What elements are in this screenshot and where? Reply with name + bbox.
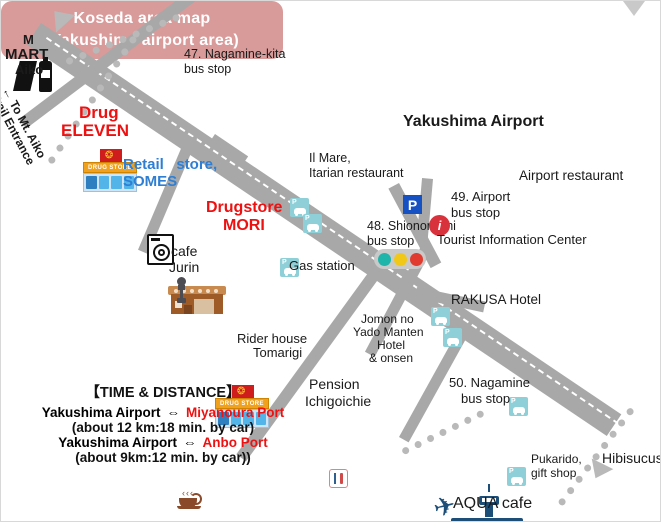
cafe-jurin-label-line2: Jurin bbox=[169, 259, 200, 275]
time-distance-block: 【TIME & DISTANCE】 Yakushima Airport ⇔ Mi… bbox=[13, 381, 313, 465]
cafe-jurin-icon: ‹‹‹ bbox=[177, 489, 203, 509]
drug-eleven-icon: ❂ DRUG STORE bbox=[81, 149, 139, 192]
m-mart-label-line2: MART bbox=[5, 46, 49, 63]
drugstore-mori-label-line2: MORI bbox=[223, 217, 265, 234]
car-rental-icon: P bbox=[509, 397, 528, 416]
airport-restaurant-label: Airport restaurant bbox=[519, 168, 624, 183]
pension-label-line1: Pension bbox=[309, 376, 360, 392]
il-mare-label-line1: Il Mare, bbox=[309, 151, 351, 165]
drugstore-mori-sign-text: DRUG STORE bbox=[220, 400, 264, 407]
time-distance-row: Yakushima Airport ⇔ Anbo Port bbox=[13, 435, 313, 450]
bus-stop-47-label-line2: bus stop bbox=[184, 62, 232, 76]
il-mare-restaurant-icon bbox=[329, 469, 348, 488]
bus-stop-49-label-line1: 49. Airport bbox=[451, 189, 511, 204]
pukarido-label-line1: Pukarido, bbox=[531, 452, 582, 466]
cafe-jurin-label-line1: cafe bbox=[171, 243, 198, 259]
drug-eleven-sign-text: DRUG STORE bbox=[88, 164, 132, 171]
hibisucus-label: Hibisucus bbox=[602, 450, 661, 466]
time-distance-heading: 【TIME & DISTANCE】 bbox=[85, 385, 241, 401]
jomon-label-line2: Yado Manten bbox=[353, 325, 424, 339]
time-distance-row: Yakushima Airport ⇔ Miyanoura Port bbox=[13, 405, 313, 420]
hibisucus-arrow-icon-2 bbox=[623, 1, 645, 16]
bus-stop-50-label-line1: 50. Nagamine bbox=[449, 375, 530, 390]
bus-stop-47-label-line1: 47. Nagamine-kita bbox=[184, 47, 286, 61]
tourist-information-icon: i bbox=[429, 215, 450, 236]
distance-row-1-detail: (about 9km:12 min. by car)) bbox=[75, 450, 251, 465]
gas-station-label: Gas station bbox=[289, 258, 355, 273]
bus-stop-49-label-line2: bus stop bbox=[451, 205, 501, 220]
bus-stop-48-label-line2: bus stop bbox=[367, 234, 415, 248]
jomon-label-line1: Jomon no bbox=[361, 312, 414, 326]
m-mart-label-line3: Aiko bbox=[15, 62, 44, 77]
distance-row-0-from: Yakushima Airport bbox=[41, 405, 161, 420]
distance-row-0-arrow: ⇔ bbox=[166, 405, 181, 420]
distance-row-0-detail: (about 12 km:18 min. by car) bbox=[71, 420, 255, 435]
rakusa-hotel-label: RAKUSA Hotel bbox=[451, 292, 542, 307]
car-rental-icon: P bbox=[280, 258, 299, 277]
jomon-label-line3: Hotel bbox=[377, 338, 406, 352]
rider-house-label-line1: Rider house bbox=[237, 331, 308, 346]
road-main-centerline bbox=[45, 37, 620, 425]
car-rental-icon: P bbox=[443, 328, 462, 347]
tourist-information-label: Tourist Information Center bbox=[437, 232, 587, 247]
drugstore-mori-icon: ❂ DRUG STORE bbox=[213, 385, 271, 428]
pukarido-label-line2: gift shop bbox=[531, 466, 577, 480]
m-mart-icon bbox=[13, 57, 59, 93]
yakushima-airport-label: Yakushima Airport bbox=[403, 113, 544, 130]
distance-row-1-arrow: ⇔ bbox=[183, 435, 197, 450]
traffic-light-icon bbox=[374, 249, 426, 269]
drug-eleven-label-line1: Drug bbox=[79, 103, 119, 122]
yakushima-airport-icon: ✈ bbox=[430, 484, 533, 521]
bus-stop-50-label-line2: bus stop bbox=[461, 391, 511, 406]
parking-icon: P bbox=[403, 195, 422, 214]
aqua-cafe-label: AQUA cafe bbox=[453, 495, 533, 512]
drugstore-mori-label-line1: Drugstore bbox=[206, 199, 283, 216]
retail-somes-label-line1: Retail store, bbox=[123, 156, 218, 173]
car-rental-icon: P bbox=[431, 307, 450, 326]
il-mare-label-line2: Itarian restaurant bbox=[309, 166, 404, 180]
distance-row-0-to: Miyanoura Port bbox=[186, 405, 285, 420]
drug-eleven-label-line2: ELEVEN bbox=[61, 121, 130, 140]
car-rental-icon: P bbox=[303, 214, 322, 233]
rider-house-label-line2: Tomarigi bbox=[253, 345, 303, 360]
mt-aiko-trail-label: ← To Mt. Aiko Trail Entrance bbox=[0, 84, 49, 168]
laundromat-icon bbox=[147, 234, 174, 265]
bus-stop-47-icon bbox=[177, 277, 186, 303]
jomon-label-line4: & onsen bbox=[369, 351, 414, 365]
m-mart-label-line1: M bbox=[23, 32, 34, 47]
distance-row-1-from: Yakushima Airport bbox=[58, 435, 178, 450]
car-rental-icon: P bbox=[507, 467, 526, 486]
pension-label-line2: Ichigoichie bbox=[305, 393, 372, 409]
distance-row-1-to: Anbo Port bbox=[202, 435, 268, 450]
retail-somes-label-line2: SOMES bbox=[123, 173, 178, 190]
